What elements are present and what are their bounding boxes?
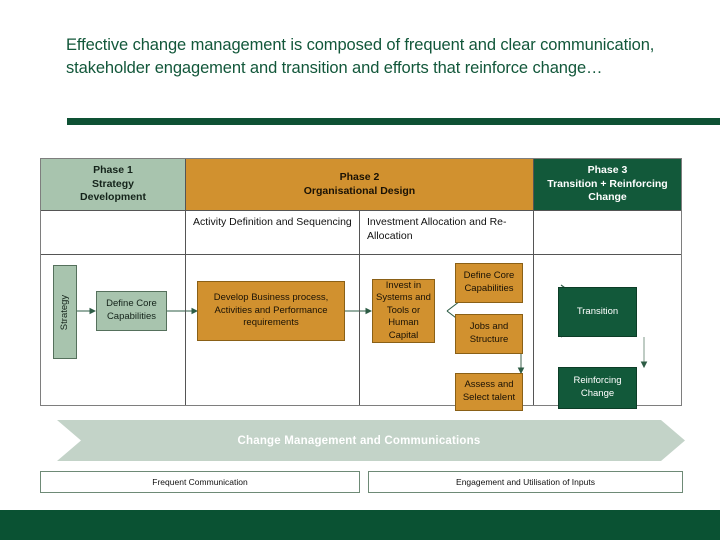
- diagram-column-4: Transition Reinforcing Change: [534, 255, 681, 409]
- node-label: Reinforcing Change: [573, 375, 622, 399]
- sub-header-row: Activity Definition and Sequencing Inves…: [41, 211, 681, 255]
- phase-2-line-2: Organisational Design: [303, 184, 416, 197]
- phase-header-2: Phase 2 Organisational Design: [186, 159, 534, 211]
- phase-3-line-2: Transition + Reinforcing: [547, 177, 668, 190]
- phase-1-line-3: Development: [80, 191, 146, 204]
- page-title: Effective change management is composed …: [66, 36, 655, 78]
- node-label: Develop Business process, Activities and…: [213, 292, 329, 329]
- node-reinforcing-change[interactable]: Reinforcing Change: [558, 367, 637, 409]
- node-label: Transition: [576, 305, 619, 317]
- node-label: Define Core Capabilities: [106, 298, 157, 322]
- node-label: Jobs and Structure: [469, 321, 509, 345]
- sub-header-cell-2: Activity Definition and Sequencing: [186, 211, 360, 255]
- node-jobs-and-structure[interactable]: Jobs and Structure: [455, 314, 523, 354]
- node-transition[interactable]: Transition: [558, 287, 637, 337]
- phase-1-line-2: Strategy: [91, 177, 134, 190]
- strategy-axis-label: Strategy: [53, 265, 77, 359]
- diagram-column-2: Develop Business process, Activities and…: [186, 255, 360, 405]
- diagram-body-row: Strategy Define Core Capabilities Develo…: [41, 255, 681, 411]
- bottom-box-label: Frequent Communication: [152, 477, 248, 487]
- node-define-core-capabilities-1[interactable]: Define Core Capabilities: [96, 291, 167, 331]
- footer-band: [0, 510, 720, 540]
- bottom-box-engagement-utilisation[interactable]: Engagement and Utilisation of Inputs: [368, 471, 683, 493]
- node-define-core-capabilities-2[interactable]: Define Core Capabilities: [455, 263, 523, 303]
- sub-header-cell-3: Investment Allocation and Re-Allocation: [360, 211, 534, 255]
- banner-label: Change Management and Communications: [237, 434, 481, 447]
- phase-3-line-1: Phase 3: [587, 164, 628, 177]
- node-invest-in-systems[interactable]: Invest in Systems and Tools or Human Cap…: [372, 279, 435, 343]
- phase-header-1: Phase 1 Strategy Development: [41, 159, 186, 211]
- title-divider-rule: [67, 118, 720, 125]
- node-assess-and-select-talent[interactable]: Assess and Select talent: [455, 373, 523, 411]
- phase-3-line-3: Change: [588, 191, 627, 204]
- phase-1-line-1: Phase 1: [93, 164, 133, 177]
- sub-header-cell-1: [41, 211, 186, 255]
- node-label: Define Core Capabilities: [463, 270, 515, 294]
- node-develop-business-process[interactable]: Develop Business process, Activities and…: [197, 281, 345, 341]
- phase-header-row: Phase 1 Strategy Development Phase 2 Org…: [41, 159, 681, 211]
- bottom-box-frequent-communication[interactable]: Frequent Communication: [40, 471, 360, 493]
- phase-2-line-1: Phase 2: [339, 171, 380, 184]
- diagram-column-1: Strategy Define Core Capabilities: [41, 255, 186, 405]
- process-diagram: Phase 1 Strategy Development Phase 2 Org…: [40, 158, 682, 411]
- change-management-banner: Change Management and Communications: [33, 420, 685, 461]
- phase-header-3: Phase 3 Transition + Reinforcing Change: [534, 159, 681, 211]
- title-block: Effective change management is composed …: [66, 34, 666, 81]
- bottom-box-label: Engagement and Utilisation of Inputs: [456, 477, 595, 487]
- node-label: Invest in Systems and Tools or Human Cap…: [376, 279, 431, 341]
- node-label: Assess and Select talent: [462, 379, 516, 403]
- strategy-axis-label-text: Strategy: [59, 294, 71, 330]
- diagram-column-3: Invest in Systems and Tools or Human Cap…: [360, 255, 534, 411]
- sub-header-cell-4: [534, 211, 681, 255]
